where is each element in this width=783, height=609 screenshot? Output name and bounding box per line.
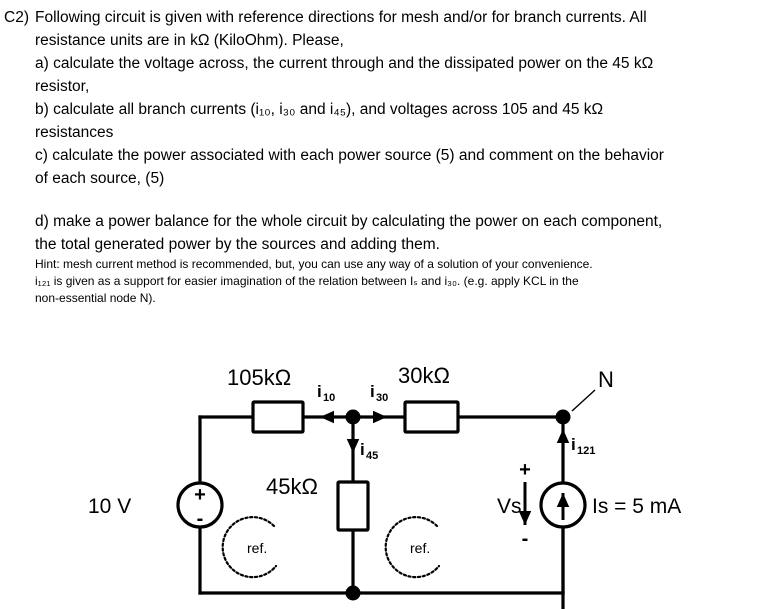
mesh-ref-label-left: ref. [247, 540, 267, 556]
node-dot-center-bottom [345, 585, 361, 601]
vsource-minus: - [197, 508, 204, 530]
i10-sub: 10 [323, 392, 335, 404]
circuit-schematic: + - 105kΩ 30kΩ 45kΩ 10 V Vs Is = 5 mA N … [88, 363, 681, 609]
paragraph-spacer [35, 190, 783, 210]
45k-resistor-label: 45kΩ [266, 474, 318, 499]
vs-plus: + [519, 459, 531, 481]
i45-base: i [360, 440, 365, 459]
hint-line: non-essential node N). [35, 291, 156, 305]
question-line: Following circuit is given with referenc… [35, 9, 647, 26]
hint-line: i₁₂₁ is given as a support for easier im… [35, 274, 579, 288]
30k-resistor-label: 30kΩ [398, 363, 450, 388]
node-n-label: N [598, 367, 614, 392]
vsource-plus: + [194, 484, 206, 506]
i10-label: i 10 [317, 382, 335, 404]
mesh-ref-arc-left [221, 516, 278, 579]
question-line: resistance units are in kΩ (KiloOhm). Pl… [35, 32, 344, 49]
i121-label: i 121 [571, 435, 595, 457]
mesh-ref-label-right: ref. [410, 540, 430, 556]
question-line: of each source, (5) [35, 170, 165, 187]
question-line-d: the total generated power by the sources… [35, 236, 440, 253]
node-dot-n [555, 409, 571, 425]
mesh-ref-arc-right [384, 516, 441, 579]
i30-base: i [370, 382, 375, 401]
question-line: resistances [35, 124, 114, 141]
question-line-d: d) make a power balance for the whole ci… [35, 213, 663, 230]
question-line: c) calculate the power associated with e… [35, 147, 664, 164]
question-block: C2) Following circuit is given with refe… [4, 6, 783, 307]
vs-label: Vs [497, 495, 522, 518]
question-line: a) calculate the voltage across, the cur… [35, 55, 654, 72]
i30-label: i 30 [370, 382, 388, 404]
node-n-leader-line [571, 389, 596, 412]
voltage-source-symbol [176, 481, 224, 529]
i30-sub: 30 [376, 392, 388, 404]
i45-sub: 45 [366, 450, 378, 462]
vs-minus: - [522, 528, 529, 550]
45k-resistor [336, 480, 370, 532]
i10-base: i [317, 382, 322, 401]
current-source-label: Is = 5 mA [592, 495, 681, 518]
i45-label: i 45 [360, 440, 378, 462]
node-dot-center-top [345, 409, 361, 425]
question-line: resistor, [35, 78, 90, 95]
105k-resistor-label: 105kΩ [227, 365, 291, 390]
105k-resistor [251, 400, 305, 434]
question-line: b) calculate all branch currents (i₁₀, i… [35, 101, 604, 118]
voltage-source-label: 10 V [88, 495, 131, 518]
hint-line: Hint: mesh current method is recommended… [35, 257, 593, 271]
question-number: C2) [4, 9, 29, 26]
30k-resistor [403, 400, 460, 434]
question-body: Following circuit is given with referenc… [35, 6, 783, 307]
i121-base: i [571, 435, 576, 454]
circuit-diagram: + - 105kΩ 30kΩ 45kΩ 10 V Vs Is = 5 mA N … [0, 345, 783, 609]
i121-sub: 121 [577, 445, 595, 457]
